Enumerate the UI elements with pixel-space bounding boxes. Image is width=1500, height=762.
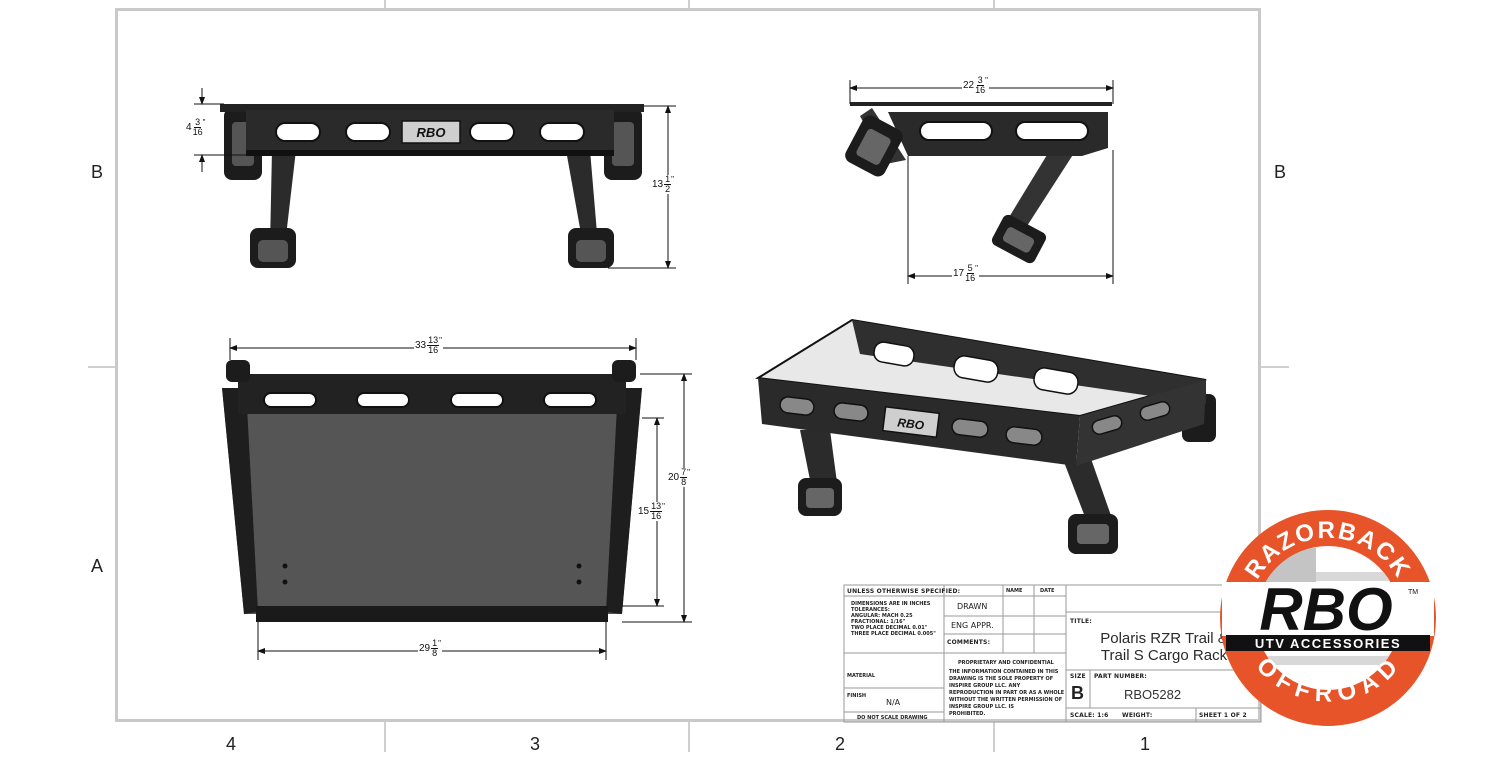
zone-tick	[993, 0, 995, 8]
tb-dims-line: THREE PLACE DECIMAL 0.005"	[851, 631, 936, 637]
zone-label-b-right: B	[1274, 162, 1287, 182]
title-block-grid	[843, 584, 1262, 723]
tb-proprietary-line: INSPIRE GROUP LLC. IS	[949, 704, 1014, 710]
tb-dims-line: ANGULAR: MACH 0.25	[851, 613, 913, 619]
rbo-logo: RAZORBACK OFFROAD RBO TM UTV ACCESSORIES	[1220, 510, 1436, 726]
zone-tick	[88, 366, 115, 368]
tb-name: NAME	[1006, 588, 1023, 594]
zone-label-4: 4	[226, 734, 237, 754]
zone-label-1: 1	[1140, 734, 1151, 754]
tb-proprietary-line: INSPIRE GROUP LLC. ANY	[949, 683, 1021, 689]
tb-material: MATERIAL	[847, 673, 876, 679]
tb-title-line1: Polaris RZR Trail &	[1100, 630, 1228, 647]
tb-proprietary-line: THE INFORMATION CONTAINED IN THIS	[949, 669, 1059, 675]
zone-label-2: 2	[835, 734, 846, 754]
tb-unless: UNLESS OTHERWISE SPECIFIED:	[847, 588, 961, 595]
zone-tick	[384, 722, 386, 752]
tb-dims-line: TOLERANCES:	[851, 607, 890, 613]
tb-dims-line: DIMENSIONS ARE IN INCHES	[851, 601, 931, 607]
tb-title-label: TITLE:	[1070, 618, 1092, 625]
tb-proprietary-line: REPRODUCTION IN PART OR AS A WHOLE	[949, 690, 1065, 696]
logo-tm: TM	[1408, 589, 1418, 596]
logo-main-band	[1222, 582, 1434, 636]
tb-drawn: DRAWN	[957, 602, 988, 611]
tb-weight: WEIGHT:	[1122, 712, 1153, 719]
tb-finish-value: N/A	[886, 698, 901, 707]
top-view	[222, 360, 642, 622]
tb-size-value: B	[1071, 683, 1084, 703]
zone-tick	[993, 722, 995, 752]
zone-label-3: 3	[530, 734, 541, 754]
tb-proprietary-line: DRAWING IS THE SOLE PROPERTY OF	[949, 676, 1054, 682]
svg-text:RBO: RBO	[417, 125, 446, 140]
tb-proprietary-line: PROHIBITED.	[949, 711, 986, 717]
tb-do-not-scale: DO NOT SCALE DRAWING	[857, 715, 928, 721]
zone-tick	[688, 722, 690, 752]
zone-tick	[384, 0, 386, 8]
tb-size-label: SIZE	[1070, 673, 1086, 680]
front-dimension-lines	[194, 88, 676, 269]
tb-dims-line: TWO PLACE DECIMAL 0.01"	[851, 625, 928, 631]
tb-part-label: PART NUMBER:	[1094, 673, 1147, 680]
tb-sheet: SHEET 1 OF 2	[1199, 712, 1247, 719]
front-view: RBO	[220, 104, 644, 268]
zone-label-a-left: A	[91, 556, 104, 576]
tb-finish: FINISH	[847, 693, 867, 699]
tb-part-value: RBO5282	[1124, 687, 1182, 702]
logo-sub-text: UTV ACCESSORIES	[1255, 636, 1401, 651]
zone-label-b-left: B	[91, 162, 104, 182]
tb-date: DATE	[1040, 588, 1055, 594]
tb-title-line2: Trail S Cargo Rack	[1100, 647, 1228, 664]
logo-sub-band	[1226, 635, 1430, 651]
svg-text:RBO: RBO	[897, 415, 926, 432]
isometric-view: RBO	[755, 318, 1216, 554]
tb-proprietary-block: THE INFORMATION CONTAINED IN THIS DRAWIN…	[949, 669, 1064, 718]
tb-scale: SCALE: 1:6	[1070, 712, 1109, 719]
side-view	[845, 102, 1112, 264]
sheet-border	[115, 8, 1261, 722]
tb-dims-line: FRACTIONAL: 1/16"	[851, 619, 906, 625]
zone-tick	[688, 0, 690, 8]
tb-title: Polaris RZR Trail & Trail S Cargo Rack	[1074, 630, 1254, 664]
tb-eng-appr: ENG APPR.	[951, 621, 994, 630]
tb-proprietary-line: WITHOUT THE WRITTEN PERMISSION OF	[949, 697, 1063, 703]
zone-tick	[1261, 366, 1289, 368]
logo-main-text: RBO	[1259, 576, 1392, 643]
tb-proprietary-title: PROPRIETARY AND CONFIDENTIAL	[958, 660, 1054, 666]
side-dimension-lines	[849, 80, 1114, 284]
tb-dims-block: DIMENSIONS ARE IN INCHES TOLERANCES: ANG…	[851, 601, 936, 637]
tb-comments: COMMENTS:	[947, 639, 991, 646]
